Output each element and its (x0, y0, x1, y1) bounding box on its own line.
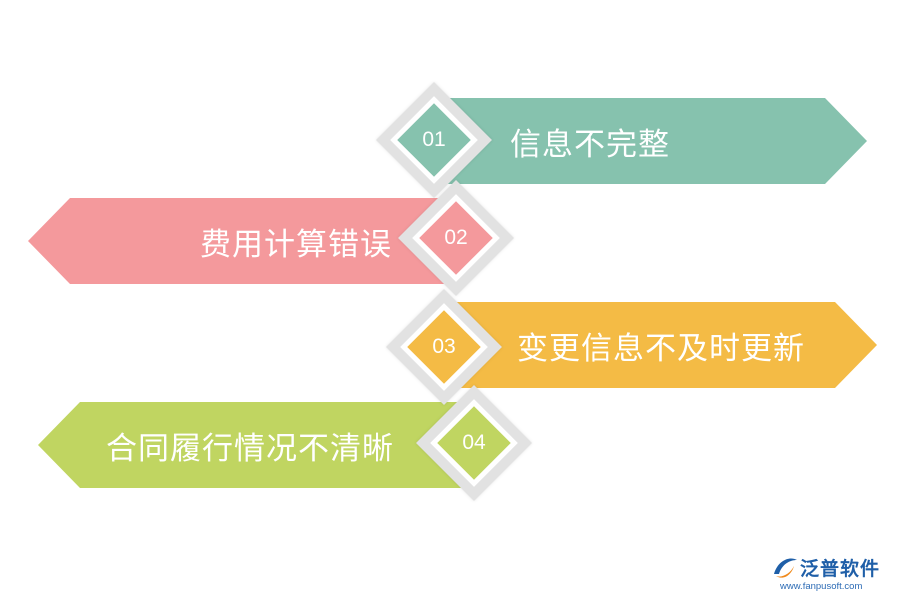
item-02-label: 费用计算错误 (200, 226, 392, 263)
item-04-label: 合同履行情况不清晰 (106, 430, 394, 467)
brand-logo: 泛普软件 www.fanpusoft.com (760, 548, 900, 600)
item-03-number: 03 (432, 335, 456, 358)
item-01-label: 信息不完整 (510, 126, 670, 163)
item-04-banner: 合同履行情况不清晰 (38, 402, 470, 488)
item-02-number: 02 (444, 226, 468, 249)
item-03-banner: 变更信息不及时更新 (455, 302, 877, 388)
brand-url: www.fanpusoft.com (780, 581, 863, 592)
brand-name: 泛普软件 (800, 558, 881, 580)
item-01-banner: 信息不完整 (445, 98, 867, 184)
item-03-label: 变更信息不及时更新 (517, 330, 805, 367)
item-04-number: 04 (462, 431, 486, 454)
item-01-number: 01 (422, 128, 446, 151)
item-02-banner: 费用计算错误 (28, 198, 460, 284)
fanpu-logo-icon (774, 558, 797, 578)
